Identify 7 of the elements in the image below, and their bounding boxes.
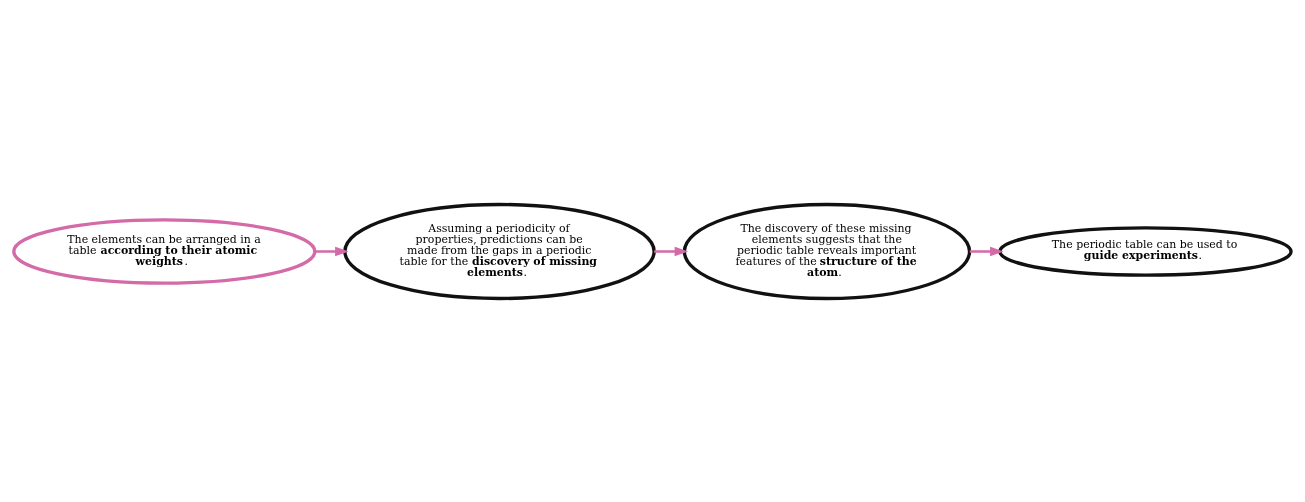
arrow xyxy=(654,246,689,256)
arrow xyxy=(314,246,349,256)
node-ellipse: The discovery of these missing elements suggests that the periodic table reveals important features of the structure of the atom. xyxy=(682,202,972,300)
node-ellipse: Assuming a periodicity of properties, predictions can be made from the gaps in a periodic table for the discovery of missing elements. xyxy=(343,202,656,300)
node-ellipse: The periodic table can be used to guide experiments. xyxy=(998,225,1293,277)
node-ellipse: The elements can be arranged in a table according to their atomic weights. xyxy=(12,217,317,285)
arrow xyxy=(969,246,1004,256)
